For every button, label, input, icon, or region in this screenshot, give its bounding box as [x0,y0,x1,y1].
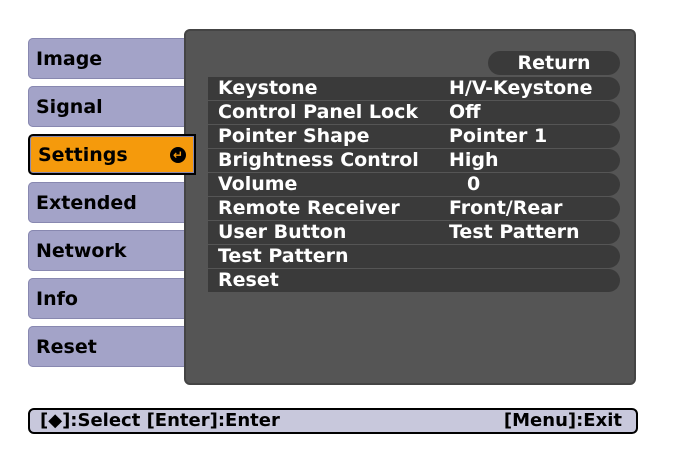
menu-row-control-panel-lock[interactable]: Control Panel Lock Off [208,101,620,124]
tab-extended[interactable]: Extended [28,182,196,223]
row-value: Test Pattern [449,221,580,243]
row-value: Front/Rear [449,197,563,219]
row-label: User Button [218,221,347,243]
tab-extended-label: Extended [36,191,137,214]
tab-network-label: Network [36,239,127,262]
settings-panel: Return Keystone H/V-Keystone Control Pan… [184,29,636,385]
menu-row-remote-receiver[interactable]: Remote Receiver Front/Rear [208,197,620,220]
tab-network[interactable]: Network [28,230,196,271]
tab-signal-label: Signal [36,95,103,118]
row-label: Remote Receiver [218,197,400,219]
row-label: Test Pattern [218,245,349,267]
tab-info[interactable]: Info [28,278,196,319]
menu-row-reset[interactable]: Reset [208,269,620,292]
row-value: H/V-Keystone [449,77,593,99]
row-value: High [449,149,499,171]
menu-row-user-button[interactable]: User Button Test Pattern [208,221,620,244]
row-value: Off [449,101,481,123]
key-help-select-enter: [◆]:Select [Enter]:Enter [40,410,280,431]
tab-settings-label: Settings [38,143,128,166]
tab-info-label: Info [36,287,78,310]
row-label: Brightness Control [218,149,419,171]
return-button[interactable]: Return [488,51,620,75]
menu-sidebar: Image Signal Settings ↵ Extended Network… [28,38,196,378]
row-label: Reset [218,269,279,291]
menu-row-brightness-control[interactable]: Brightness Control High [208,149,620,172]
row-value: Pointer 1 [449,125,548,147]
menu-row-pointer-shape[interactable]: Pointer Shape Pointer 1 [208,125,620,148]
row-value: 0 [467,173,481,195]
menu-row-keystone[interactable]: Keystone H/V-Keystone [208,77,620,100]
menu-row-test-pattern[interactable]: Test Pattern [208,245,620,268]
tab-image-label: Image [36,47,103,70]
key-help-bar: [◆]:Select [Enter]:Enter [Menu]:Exit [28,408,638,434]
tab-signal[interactable]: Signal [28,86,196,127]
tab-reset[interactable]: Reset [28,326,196,367]
tab-reset-label: Reset [36,335,97,358]
menu-row-volume[interactable]: Volume 0 [208,173,620,196]
row-label: Keystone [218,77,318,99]
tab-settings[interactable]: Settings ↵ [28,134,196,175]
tab-image[interactable]: Image [28,38,196,79]
enter-return-icon: ↵ [170,147,186,163]
row-label: Pointer Shape [218,125,370,147]
row-label: Control Panel Lock [218,101,418,123]
key-help-exit: [Menu]:Exit [503,410,622,431]
row-label: Volume [218,173,298,195]
